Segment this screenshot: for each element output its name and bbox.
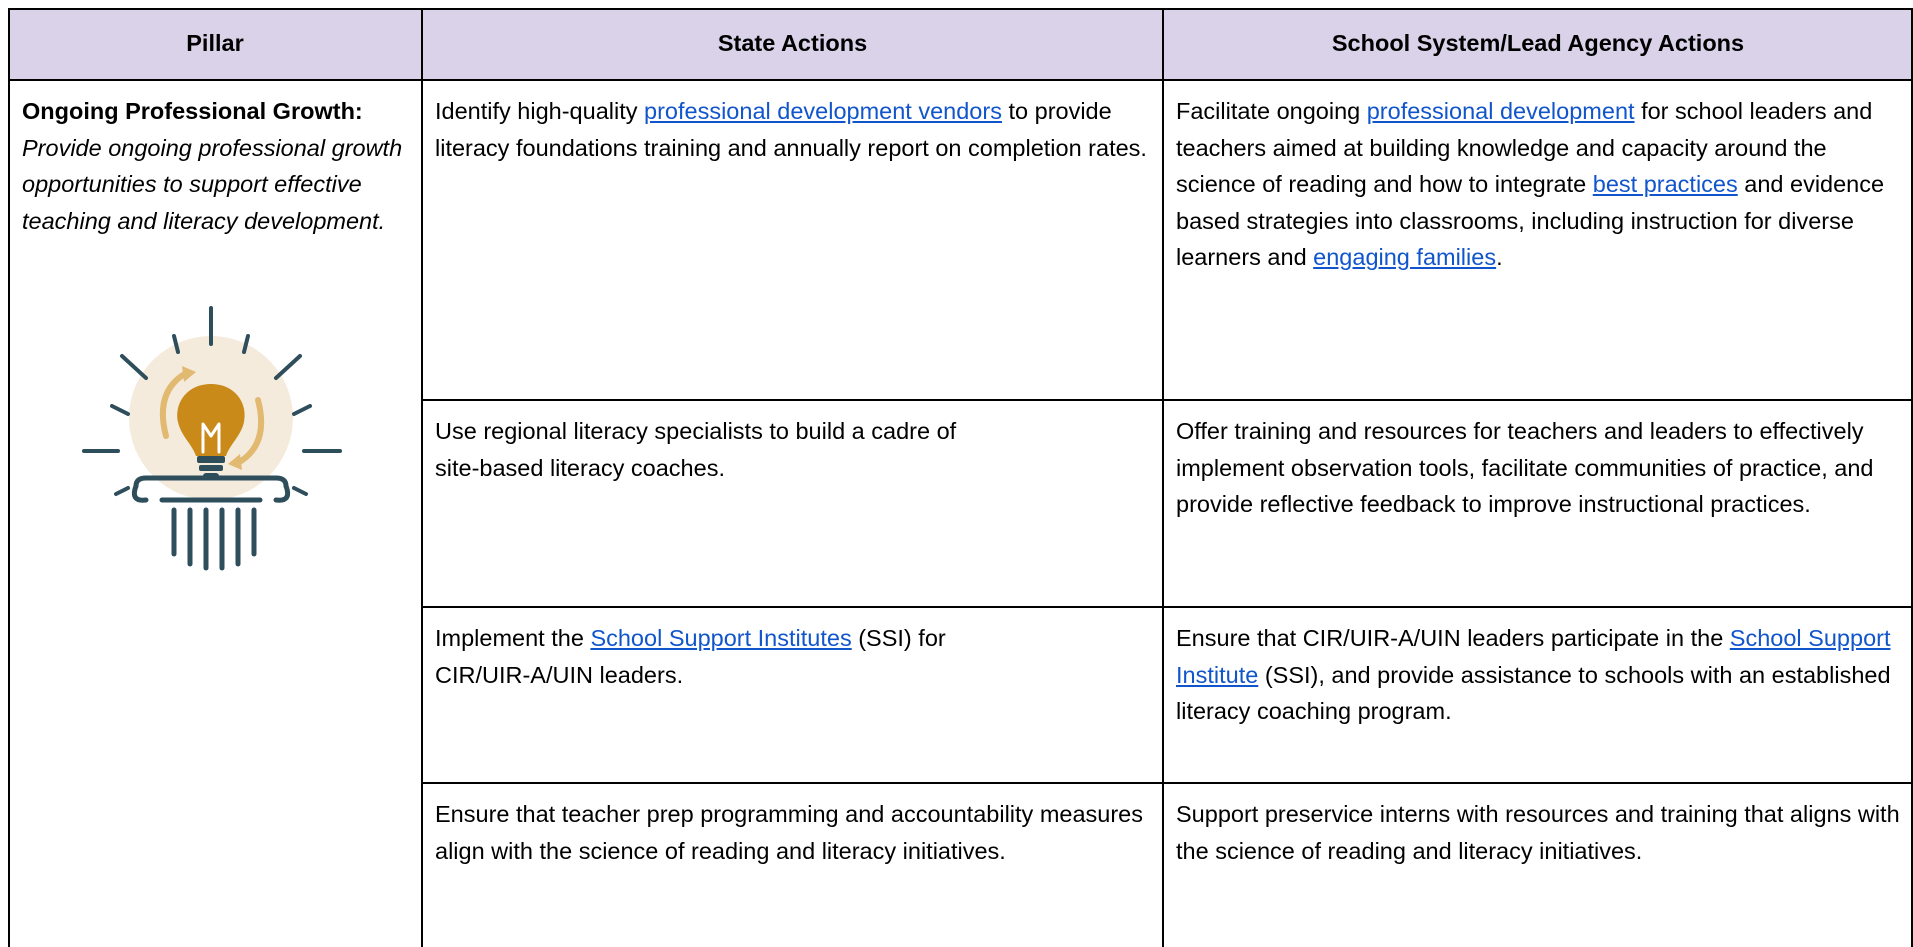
header-state-actions: State Actions — [422, 8, 1163, 80]
school-action-cell-4: Support preservice interns with resource… — [1176, 801, 1900, 864]
row-divider-3 — [422, 782, 1913, 784]
column-divider-1 — [421, 8, 423, 947]
school-action-cell-2: Offer training and resources for teacher… — [1176, 418, 1874, 517]
best-practices-link[interactable]: best practices — [1592, 171, 1738, 197]
state-action-cell-1: Identify high-quality professional devel… — [435, 98, 1147, 161]
row-divider-2 — [422, 606, 1913, 608]
row-divider-1 — [422, 399, 1913, 401]
school-action-cell-1: Facilitate ongoing professional developm… — [1176, 98, 1885, 270]
state-action-cell-4: Ensure that teacher prep programming and… — [435, 801, 1143, 864]
professional-development-link[interactable]: professional development — [1366, 98, 1635, 124]
pillar-cell: Ongoing Professional Growth: Provide ong… — [8, 80, 422, 947]
engaging-families-link[interactable]: engaging families — [1313, 244, 1497, 270]
state-action-cell-3: Implement the School Support Institutes … — [435, 625, 946, 688]
literacy-pillar-table: Pillar State Actions School System/Lead … — [8, 8, 1913, 947]
lightbulb-pillar-icon — [82, 306, 342, 571]
pillar-description: Provide ongoing professional growth oppo… — [22, 134, 403, 234]
table-border-left — [8, 8, 10, 947]
header-pillar: Pillar — [8, 8, 422, 80]
school-support-institutes-link[interactable]: School Support Institutes — [590, 625, 852, 651]
table-border-top — [8, 8, 1913, 10]
state-action-cell-2: Use regional literacy specialists to bui… — [435, 418, 957, 481]
school-action-cell-3: Ensure that CIR/UIR-A/UIN leaders partic… — [1176, 625, 1891, 724]
pillar-title: Ongoing Professional Growth: — [22, 98, 363, 124]
header-school-system-actions: School System/Lead Agency Actions — [1163, 8, 1913, 80]
column-divider-2 — [1162, 8, 1164, 947]
header-divider — [8, 79, 1913, 81]
professional-development-vendors-link[interactable]: professional development vendors — [644, 98, 1002, 124]
table-border-right — [1911, 8, 1913, 947]
school-support-institute-link[interactable]: School Support Institute — [1176, 625, 1891, 688]
